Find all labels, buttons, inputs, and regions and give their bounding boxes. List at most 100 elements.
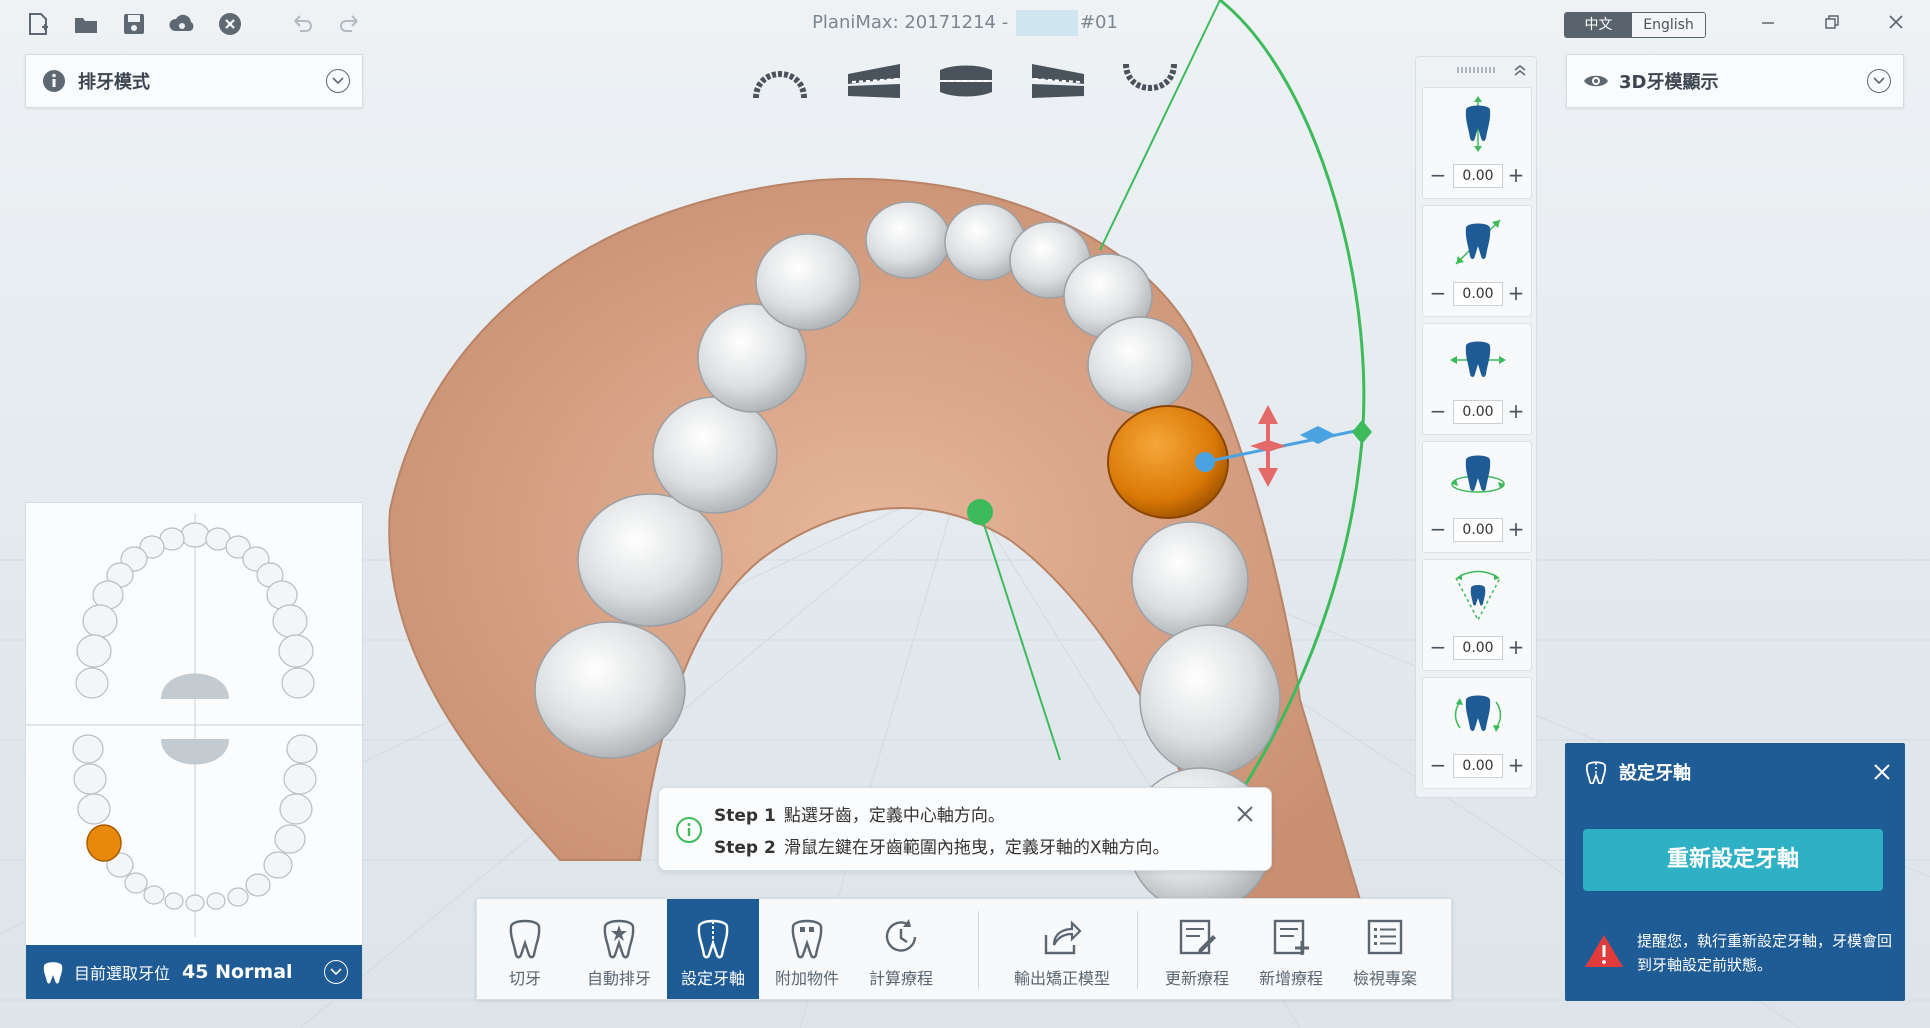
chevron-down-icon xyxy=(1867,69,1891,93)
new-file-icon[interactable] xyxy=(24,10,52,38)
increment-button[interactable]: + xyxy=(1507,517,1525,541)
tooth-chart[interactable] xyxy=(26,503,364,947)
close-icon[interactable] xyxy=(1873,763,1891,781)
close-project-icon[interactable] xyxy=(216,10,244,38)
step-2-text: 滑鼠左鍵在牙齒範圍內拖曳，定義牙軸的X軸方向。 xyxy=(783,838,1170,858)
view-upper-arch-button[interactable] xyxy=(748,58,812,104)
view-right-button[interactable] xyxy=(842,58,906,104)
toolbar-separator xyxy=(978,911,979,989)
increment-button[interactable]: + xyxy=(1507,163,1525,187)
step-1-text: 點選牙齒，定義中心軸方向。 xyxy=(783,806,1005,826)
tooth-vertical-move-icon xyxy=(1465,96,1491,152)
attachment-button[interactable]: 附加物件 xyxy=(761,899,853,999)
auto-arrange-button[interactable]: 自動排牙 xyxy=(573,899,665,999)
undo-icon[interactable] xyxy=(288,10,316,38)
open-folder-icon[interactable] xyxy=(72,10,100,38)
upper-arch-icon xyxy=(753,71,807,99)
selected-tooth-label: 目前選取牙位 xyxy=(74,964,171,983)
torque-control: − 0.00 + xyxy=(1422,677,1532,789)
bottom-toolbar: 切牙 自動排牙 設定牙軸 附加物件 計算療程 輸出矯正模型 更新療程 新增療程 … xyxy=(476,898,1452,1000)
minimize-icon xyxy=(1762,22,1774,24)
selected-tooth-bar: 目前選取牙位 45 Normal xyxy=(26,945,362,999)
calculate-plan-label: 計算療程 xyxy=(868,969,933,988)
decrement-button[interactable]: − xyxy=(1429,163,1447,187)
decrement-button[interactable]: − xyxy=(1429,399,1447,423)
minimize-button[interactable] xyxy=(1748,6,1788,38)
title-suffix: #01 xyxy=(1079,12,1118,33)
value-field[interactable]: 0.00 xyxy=(1453,282,1503,306)
export-model-button[interactable]: 輸出矯正模型 xyxy=(997,899,1127,999)
value-field[interactable]: 0.00 xyxy=(1453,636,1503,660)
auto-arrange-icon xyxy=(603,919,635,959)
view-lower-arch-button[interactable] xyxy=(1118,58,1182,104)
decrement-button[interactable]: − xyxy=(1429,635,1447,659)
value-field[interactable]: 0.00 xyxy=(1453,518,1503,542)
title-prefix: PlaniMax: 20171214 - xyxy=(812,12,1014,33)
chevron-down-icon xyxy=(326,69,350,93)
lower-arch-teeth xyxy=(72,734,318,912)
eye-icon xyxy=(1584,75,1608,87)
attachment-label: 附加物件 xyxy=(774,969,839,988)
arrange-mode-dropdown[interactable]: 排牙模式 xyxy=(25,54,363,108)
collapse-up-icon[interactable] xyxy=(1514,64,1526,76)
warning-icon xyxy=(1585,935,1623,967)
set-tooth-axis-button[interactable]: 設定牙軸 xyxy=(667,899,759,999)
decrement-button[interactable]: − xyxy=(1429,517,1447,541)
arrange-mode-label: 排牙模式 xyxy=(78,72,150,93)
tooth-horizontal-move-icon xyxy=(1450,341,1506,377)
cloud-view-icon[interactable] xyxy=(168,10,196,38)
restore-button[interactable] xyxy=(1812,6,1852,38)
tooth-axis-icon xyxy=(697,919,729,959)
model-display-dropdown[interactable]: 3D牙模顯示 xyxy=(1566,54,1904,108)
model-display-label: 3D牙模顯示 xyxy=(1619,72,1719,93)
reset-tooth-axis-button[interactable]: 重新設定牙軸 xyxy=(1583,829,1883,891)
panel-drag-handle[interactable] xyxy=(1416,57,1536,83)
tilt-control: − 0.00 + xyxy=(1422,559,1532,671)
selected-tooth xyxy=(1107,405,1229,519)
value-field[interactable]: 0.00 xyxy=(1453,754,1503,778)
close-icon[interactable] xyxy=(1235,804,1255,824)
decrement-button[interactable]: − xyxy=(1429,281,1447,305)
close-window-button[interactable] xyxy=(1876,6,1916,38)
add-plan-button[interactable]: 新增療程 xyxy=(1245,899,1337,999)
lower-arch-icon xyxy=(1123,63,1177,91)
x-axis-diamond-handle xyxy=(1300,426,1336,444)
tooth-icon xyxy=(43,962,63,984)
auto-arrange-label: 自動排牙 xyxy=(586,969,651,988)
update-plan-button[interactable]: 更新療程 xyxy=(1151,899,1243,999)
chevron-down-icon[interactable] xyxy=(324,960,348,984)
view-left-button[interactable] xyxy=(1026,58,1090,104)
step-2-label: Step 2 xyxy=(714,838,776,858)
view-project-icon xyxy=(1367,919,1403,955)
view-project-button[interactable]: 檢視專案 xyxy=(1339,899,1431,999)
view-front-button[interactable] xyxy=(934,58,998,104)
center-axis-line xyxy=(979,511,1061,761)
restore-icon xyxy=(1825,15,1839,29)
update-plan-icon xyxy=(1179,919,1216,955)
add-plan-label: 新增療程 xyxy=(1258,969,1323,988)
axis-line xyxy=(1099,0,1221,251)
title-redacted-block xyxy=(1015,10,1078,36)
lang-en-button[interactable]: English xyxy=(1632,13,1705,37)
increment-button[interactable]: + xyxy=(1507,281,1525,305)
lang-zh-button[interactable]: 中文 xyxy=(1565,13,1633,37)
front-view-icon xyxy=(940,65,992,97)
green-axis-handle xyxy=(1352,420,1372,444)
cut-tooth-button[interactable]: 切牙 xyxy=(479,899,571,999)
horizontal-move-control: − 0.00 + xyxy=(1422,323,1532,435)
redo-icon[interactable] xyxy=(336,10,364,38)
value-field[interactable]: 0.00 xyxy=(1453,164,1503,188)
calculate-plan-button[interactable]: 計算療程 xyxy=(855,899,947,999)
increment-button[interactable]: + xyxy=(1507,635,1525,659)
calculate-icon xyxy=(885,919,917,952)
decrement-button[interactable]: − xyxy=(1429,753,1447,777)
increment-button[interactable]: + xyxy=(1507,753,1525,777)
right-view-icon xyxy=(848,64,900,98)
increment-button[interactable]: + xyxy=(1507,399,1525,423)
save-icon[interactable] xyxy=(120,10,148,38)
value-field[interactable]: 0.00 xyxy=(1453,400,1503,424)
set-axis-title: 設定牙軸 xyxy=(1619,763,1691,784)
tooth-tilt-icon xyxy=(1455,570,1501,622)
center-axis-handle xyxy=(967,499,993,525)
